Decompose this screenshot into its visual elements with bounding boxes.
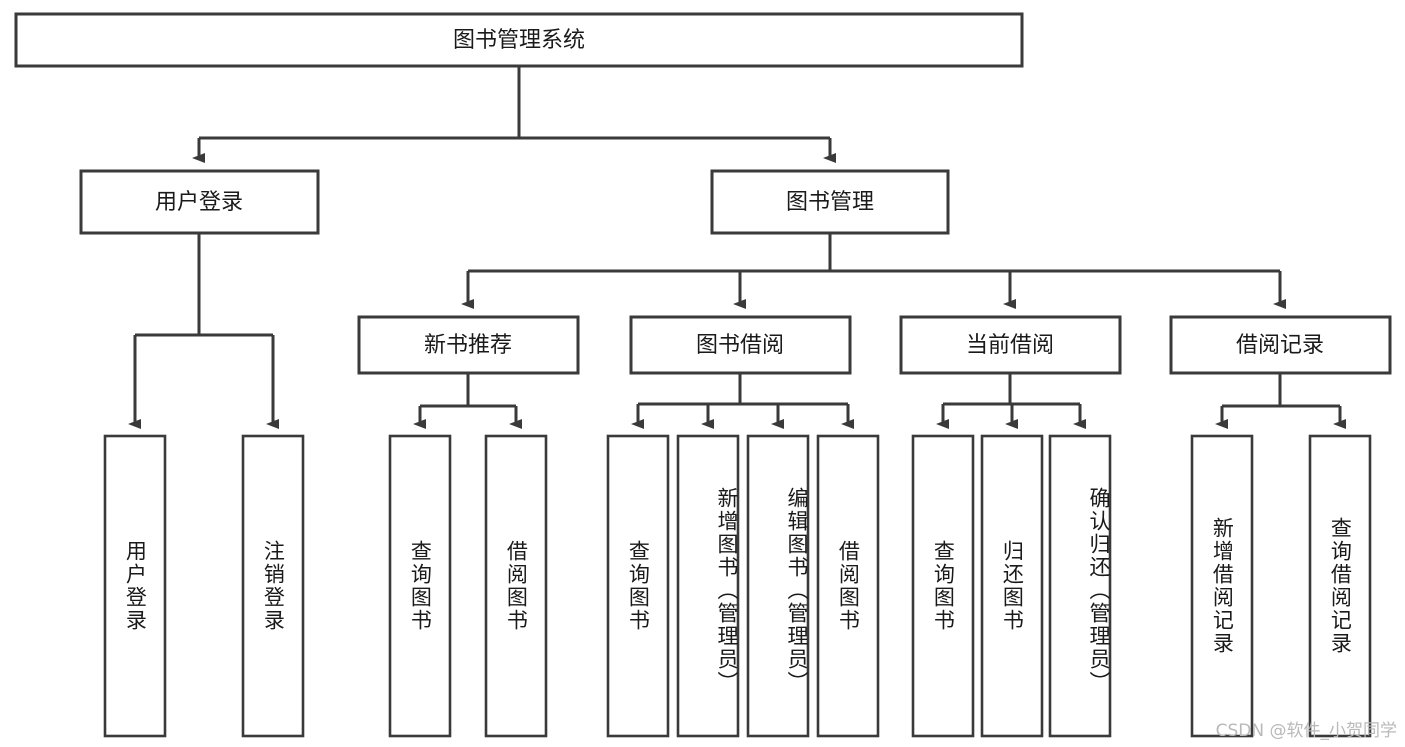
watermark-text: CSDN @软件_小贺同学 [1215,721,1397,741]
node-current-borrow-label: 当前借阅 [966,333,1054,358]
node-book-manage-label: 图书管理 [786,190,874,215]
node-book-borrow-box[interactable] [629,315,852,375]
node-borrow-record-label: 借阅记录 [1236,333,1324,358]
leaf-box-user-logout[interactable] [241,434,305,738]
node-book-manage-box[interactable] [710,169,950,235]
node-new-book-recommend-box[interactable] [357,315,580,375]
leaf-box-edit-book[interactable] [746,434,810,738]
leaf-box-add-book[interactable] [676,434,740,738]
leaf-box-add-record[interactable] [1190,434,1254,738]
node-root-label: 图书管理系统 [453,28,585,53]
leaf-box-borrow-book-2[interactable] [816,434,880,738]
leaf-box-return-book[interactable] [980,434,1044,738]
leaf-box-query-book-3[interactable] [911,434,975,738]
leaf-box-borrow-book-1[interactable] [484,434,548,738]
leaf-box-user-login[interactable] [103,434,167,738]
leaf-box-confirm-return[interactable] [1048,434,1112,738]
node-user-login-label: 用户登录 [155,190,243,215]
leaf-box-query-book-2[interactable] [606,434,670,738]
leaf-box-query-book-1[interactable] [388,434,452,738]
leaf-box-query-record[interactable] [1308,434,1372,738]
node-borrow-record-box[interactable] [1169,315,1392,375]
node-book-borrow-label: 图书借阅 [696,333,784,358]
node-root-box[interactable] [14,12,1024,68]
node-new-book-recommend-label: 新书推荐 [424,333,512,358]
node-current-borrow-box[interactable] [899,315,1122,375]
